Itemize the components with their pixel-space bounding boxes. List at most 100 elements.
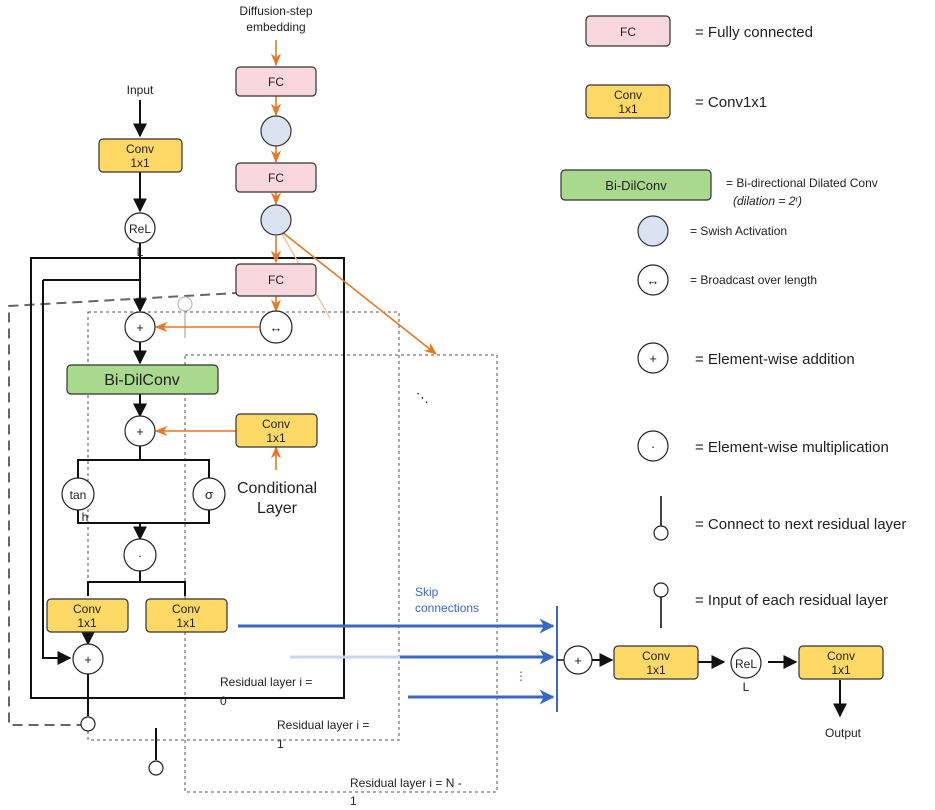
output-add-symbol: + — [574, 653, 582, 668]
broadcast-node: ↔ — [259, 310, 293, 344]
swish-node-1 — [260, 115, 292, 147]
legend-input-circle — [653, 582, 669, 598]
legend-broadcast-text: = Broadcast over length — [690, 273, 817, 287]
add-node-3: + — [72, 643, 104, 675]
output-conv-1-label-2: 1x1 — [646, 663, 666, 677]
legend-fc-text: = Fully connected — [695, 24, 813, 41]
tanh-node-label-2: h — [82, 510, 89, 524]
tanh-node: tan h — [61, 477, 95, 524]
sigma-node: σ — [192, 477, 226, 511]
add-node-2-symbol: + — [136, 424, 144, 439]
fc-node-2-label: FC — [268, 171, 284, 185]
ellipsis-skip: ⋮ — [515, 669, 527, 683]
residual-layer-n-frame — [184, 354, 498, 793]
residual-conv-label-2: 1x1 — [77, 616, 97, 630]
output-conv-node-1: Conv 1x1 — [613, 645, 699, 680]
sigma-node-symbol: σ — [205, 487, 213, 502]
output-relu-label-1: ReL — [735, 657, 757, 671]
residual-layer-0-frame — [30, 257, 345, 699]
legend-add-symbol: + — [649, 351, 657, 366]
add-node-1: + — [124, 311, 156, 343]
output-add-node: + — [563, 645, 593, 675]
output-conv-2-label-1: Conv — [827, 649, 855, 663]
legend-fc-swatch — [585, 15, 671, 47]
legend-bi-swatch-label: Bi-DilConv — [605, 178, 667, 193]
legend-bi-text: = Bi-directional Dilated Conv — [726, 176, 878, 190]
bi-dilconv-node: Bi-DilConv — [66, 364, 219, 395]
legend-dilation-text: (dilation = 2ʳ) — [733, 194, 802, 208]
legend-mult-swatch — [637, 430, 669, 462]
ellipsis-diag: ⋱ — [416, 390, 429, 405]
relu-node-1: ReL L — [124, 212, 156, 259]
skip-connections-label-1: Skip — [415, 585, 439, 599]
fc-node-3-label: FC — [268, 273, 284, 287]
next-layer-terminal — [148, 760, 164, 776]
legend-broadcast-swatch — [637, 264, 669, 296]
conditional-conv-label-2: 1x1 — [266, 431, 286, 445]
output-conv-node-2: Conv 1x1 — [798, 645, 884, 680]
diffusion-step-label-2: embedding — [246, 20, 305, 34]
input-conv-label-2: 1x1 — [130, 156, 150, 170]
fc-node-1: FC — [235, 66, 317, 97]
legend-mult-symbol: · — [651, 439, 655, 454]
residual-1-label-1: Residual layer i = — [277, 718, 369, 732]
faded-input-circle — [177, 296, 193, 312]
output-relu-label-2: L — [743, 680, 750, 694]
legend-mult-text: = Element-wise multiplication — [695, 439, 889, 456]
skip-conv-label-2: 1x1 — [176, 616, 196, 630]
output-conv-1-label-1: Conv — [642, 649, 670, 663]
residual-output-terminal — [80, 716, 96, 732]
skip-connections-label-2: connections — [415, 601, 479, 615]
legend-broadcast-symbol: ↔ — [647, 273, 660, 288]
fc-node-3: FC — [235, 263, 317, 297]
input-conv-label-1: Conv — [126, 142, 154, 156]
residual-conv-node: Conv 1x1 — [46, 598, 129, 633]
conditional-layer-label-1: Conditional — [237, 480, 317, 497]
output-label: Output — [825, 726, 862, 740]
legend-connect-text: = Connect to next residual layer — [695, 516, 906, 533]
black-flow — [42, 100, 847, 760]
skip-connections — [238, 606, 566, 712]
broadcast-node-symbol: ↔ — [270, 320, 283, 335]
bi-dilconv-label: Bi-DilConv — [104, 372, 180, 389]
residual-conv-label-1: Conv — [73, 602, 101, 616]
input-label: Input — [127, 83, 154, 97]
legend-swish-swatch — [637, 215, 669, 247]
legend-conv-swatch-label-2: 1x1 — [618, 102, 638, 116]
legend-add-text: = Element-wise addition — [695, 351, 855, 368]
legend-swish-text: = Swish Activation — [690, 224, 787, 238]
tanh-node-label-1: tan — [70, 488, 87, 502]
conditional-layer-label-2: Layer — [257, 500, 298, 517]
input-conv-node: Conv 1x1 — [98, 138, 183, 173]
skip-conv-label-1: Conv — [172, 602, 200, 616]
legend-conv-text: = Conv1x1 — [695, 94, 767, 111]
conditional-conv-node: Conv 1x1 — [235, 413, 318, 448]
add-node-1-symbol: + — [136, 320, 144, 335]
multiply-node-symbol: · — [138, 548, 142, 563]
legend-bi-swatch — [560, 169, 712, 201]
residual-0-label-1: Residual layer i = — [220, 675, 312, 689]
legend-connect-circle — [653, 525, 669, 541]
residual-layer-frames — [8, 289, 498, 793]
diffusion-step-label-1: Diffusion-step — [239, 4, 312, 18]
swish-node-2 — [260, 204, 292, 236]
relu-node-1-label-1: ReL — [129, 222, 151, 236]
residual-1-label-2: 1 — [277, 737, 284, 751]
conditional-conv-label-1: Conv — [262, 417, 290, 431]
residual-0-label-2: 0 — [220, 694, 227, 708]
fc-node-1-label: FC — [268, 75, 284, 89]
add-node-3-symbol: + — [84, 652, 92, 667]
legend-conv-swatch-label-1: Conv — [614, 88, 642, 102]
legend-fc-swatch-label: FC — [620, 25, 636, 39]
multiply-node: · — [123, 538, 157, 572]
skip-loop-dashed — [8, 289, 291, 726]
orange-flow — [154, 40, 438, 470]
output-conv-2-label-2: 1x1 — [831, 663, 851, 677]
skip-conv-node: Conv 1x1 — [145, 598, 228, 633]
relu-node-1-label-2: L — [137, 245, 144, 259]
output-relu-node: ReL L — [730, 647, 762, 694]
legend: FC = Fully connected Conv 1x1 = Conv1x1 … — [560, 15, 906, 628]
legend-conv-swatch — [585, 84, 671, 119]
residual-n-label-1: Residual layer i = N - — [350, 776, 462, 790]
